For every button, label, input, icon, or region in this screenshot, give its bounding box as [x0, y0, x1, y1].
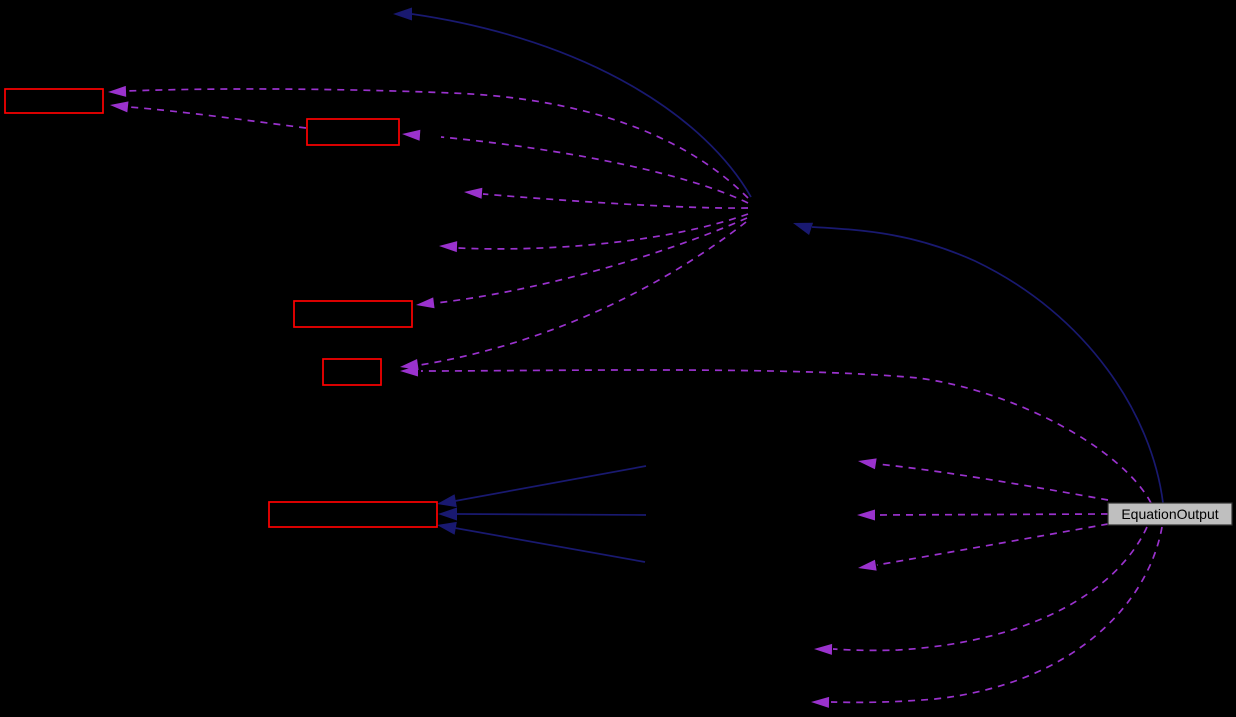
usage-hub-to-node-b-arrowhead	[402, 129, 421, 141]
usage-equationoutput-to-right-arrow3-line	[876, 523, 1109, 566]
usage-equationoutput-to-right-arrow2-arrowhead	[857, 509, 875, 521]
usage-hub-to-mid-arrow2-arrowhead	[439, 241, 458, 253]
usage-equationoutput-to-right-arrow3-arrowhead	[858, 559, 877, 571]
linked-class-node-e[interactable]	[268, 501, 438, 528]
linked-class-node-a[interactable]	[4, 88, 104, 114]
usage-hub-to-node-b-line	[440, 136, 749, 204]
usage-equationoutput-to-right-arrow2-line	[875, 513, 1109, 516]
inheritance-mid-row2-to-node-e-line	[456, 513, 647, 516]
inheritance-hub-to-top-node-arrowhead	[393, 7, 412, 21]
linked-class-node-c[interactable]	[293, 300, 413, 328]
usage-equationoutput-to-node-d-arrowhead	[400, 365, 418, 377]
inheritance-mid-row3-to-node-e-arrowhead	[437, 521, 457, 535]
current-class-label: EquationOutput	[1121, 506, 1218, 522]
usage-hub-to-mid-arrow2-line	[457, 213, 749, 250]
linked-class-node-d[interactable]	[322, 358, 382, 386]
inheritance-mid-row3-to-node-e-line	[454, 527, 646, 563]
usage-hub-to-node-c-arrowhead	[416, 297, 435, 309]
linked-class-node-b[interactable]	[306, 118, 400, 146]
inheritance-hub-to-top-node-line	[411, 13, 752, 198]
usage-equationoutput-to-node-d-line	[420, 369, 1152, 504]
current-class-node	[1107, 502, 1233, 526]
inheritance-equationoutput-to-hub-arrowhead	[793, 222, 814, 236]
usage-node-b-to-node-a-line	[128, 106, 307, 129]
usage-equationoutput-to-bottom-arrow2-arrowhead	[811, 696, 830, 708]
usage-equationoutput-to-bottom-arrow1-arrowhead	[814, 643, 833, 655]
inheritance-mid-row2-to-node-e-arrowhead	[438, 507, 457, 521]
usage-hub-to-node-c-line	[435, 217, 748, 304]
usage-hub-to-node-a-arrowhead	[108, 85, 127, 97]
usage-equationoutput-to-bottom-arrow2-line	[830, 526, 1163, 704]
inheritance-equationoutput-to-hub-line	[811, 226, 1164, 504]
inheritance-mid-row1-to-node-e-arrowhead	[437, 494, 457, 508]
usage-equationoutput-to-bottom-arrow1-line	[832, 526, 1148, 652]
usage-hub-to-mid-arrow1-arrowhead	[464, 187, 483, 199]
usage-equationoutput-to-right-arrow1-line	[876, 463, 1109, 501]
usage-node-b-to-node-a-arrowhead	[110, 101, 129, 113]
inheritance-mid-row1-to-node-e-line	[454, 465, 647, 502]
usage-hub-to-node-d-line	[419, 221, 747, 366]
usage-hub-to-node-a-line	[126, 88, 749, 199]
usage-hub-to-mid-arrow1-line	[482, 193, 749, 209]
usage-equationoutput-to-right-arrow1-arrowhead	[858, 458, 877, 470]
